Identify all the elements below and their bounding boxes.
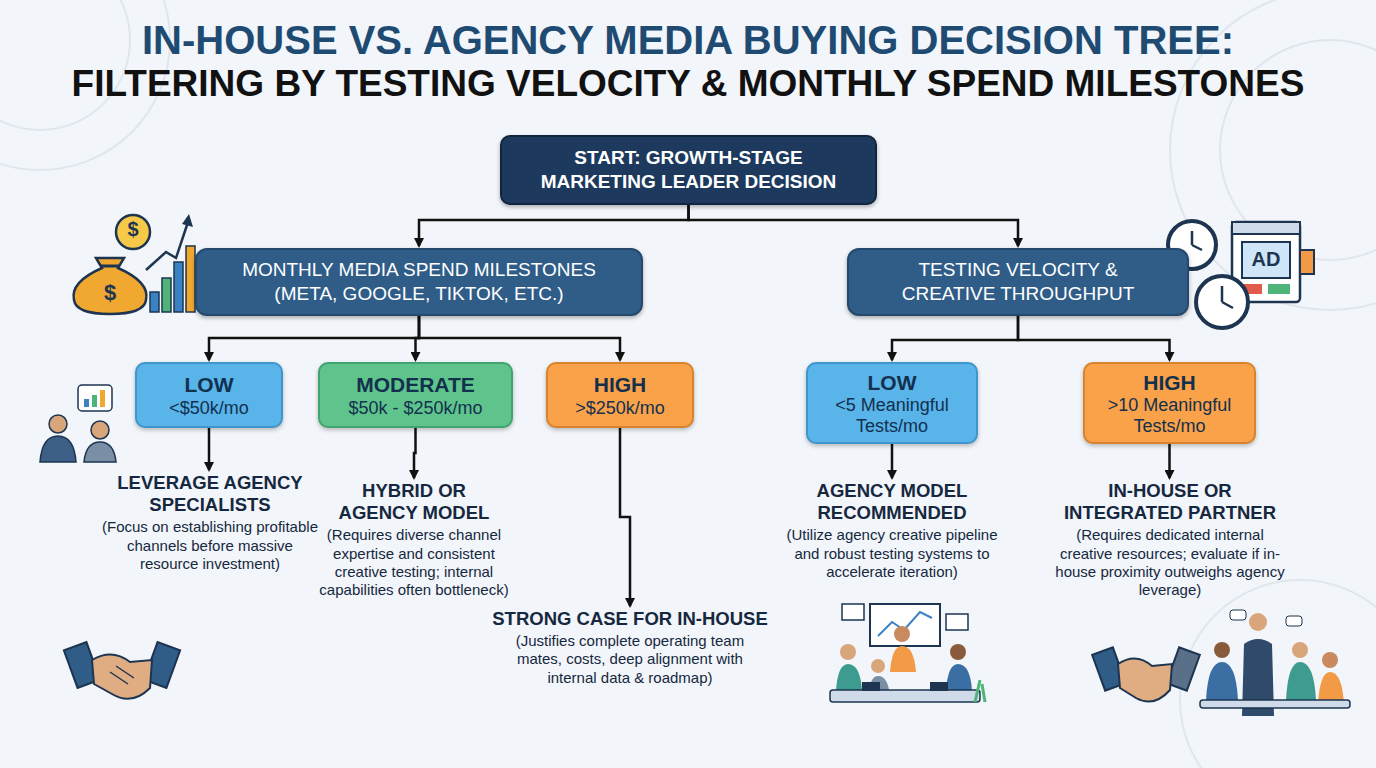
ad-icon xyxy=(1168,221,1314,328)
node-heading: AGENCY MODEL RECOMMENDED xyxy=(777,480,1007,524)
node-heading: TESTING VELOCITY & CREATIVE THROUGHPUT xyxy=(871,258,1165,307)
connector-arrow xyxy=(892,316,1018,360)
icon-label: $ xyxy=(96,280,124,306)
handshake-icon xyxy=(1092,647,1200,701)
connector-arrow xyxy=(1168,444,1171,478)
branch-box: HIGH>$250k/mo xyxy=(546,362,694,428)
team-illustration xyxy=(1200,610,1350,716)
node-body: <$50k/mo xyxy=(169,398,249,418)
team-illustration xyxy=(830,604,985,702)
people-icon xyxy=(40,385,116,462)
diagram-title: IN-HOUSE VS. AGENCY MEDIA BUYING DECISIO… xyxy=(48,18,1328,106)
node-heading: HIGH xyxy=(1143,370,1196,395)
node-body: $50k - $250k/mo xyxy=(348,398,482,418)
category-box: MONTHLY MEDIA SPEND MILESTONES (META, GO… xyxy=(195,248,643,316)
node-heading: HIGH xyxy=(594,372,647,397)
branch-box: LOW<5 Meaningful Tests/mo xyxy=(806,362,978,444)
node-heading: LOW xyxy=(868,370,917,395)
category-box: TESTING VELOCITY & CREATIVE THROUGHPUT xyxy=(847,248,1189,316)
connector-arrow xyxy=(416,316,420,360)
node-heading: START: GROWTH-STAGE MARKETING LEADER DEC… xyxy=(526,146,851,195)
connector-arrow xyxy=(419,316,620,360)
outcome-text: STRONG CASE FOR IN-HOUSE(Justifies compl… xyxy=(480,608,780,687)
node-heading: MODERATE xyxy=(356,372,475,397)
start-box: START: GROWTH-STAGE MARKETING LEADER DEC… xyxy=(500,135,877,205)
outcome-text: AGENCY MODEL RECOMMENDED(Utilize agency … xyxy=(777,480,1007,581)
node-body: (Utilize agency creative pipeline and ro… xyxy=(785,526,1000,581)
node-body: (Justifies complete operating team mates… xyxy=(510,632,750,687)
node-body: <5 Meaningful Tests/mo xyxy=(818,395,966,435)
branch-box: HIGH>10 Meaningful Tests/mo xyxy=(1083,362,1256,444)
node-body: (Requires dedicated internal creative re… xyxy=(1053,526,1288,599)
outcome-text: HYBRID OR AGENCY MODEL(Requires diverse … xyxy=(298,480,530,600)
node-heading: IN-HOUSE OR INTEGRATED PARTNER xyxy=(1050,480,1290,524)
node-heading: LOW xyxy=(185,372,234,397)
branch-box: LOW<$50k/mo xyxy=(135,362,283,428)
node-body: (Requires diverse channel expertise and … xyxy=(312,526,517,599)
connector-arrow xyxy=(209,316,419,360)
connector-arrow xyxy=(419,205,689,246)
icon-label: AD xyxy=(1242,248,1290,271)
money-icon xyxy=(74,214,195,314)
node-heading: STRONG CASE FOR IN-HOUSE xyxy=(480,608,780,630)
node-heading: HYBRID OR AGENCY MODEL xyxy=(329,480,499,524)
outcome-text: IN-HOUSE OR INTEGRATED PARTNER(Requires … xyxy=(1050,480,1290,600)
branch-box: MODERATE$50k - $250k/mo xyxy=(318,362,513,428)
connector-arrow xyxy=(620,428,630,606)
node-body: >10 Meaningful Tests/mo xyxy=(1095,395,1244,435)
node-body: (Focus on establishing profitable channe… xyxy=(100,518,320,573)
connector-arrow xyxy=(891,444,894,478)
node-heading: LEVERAGE AGENCY SPECIALISTS xyxy=(92,472,328,516)
node-body: >$250k/mo xyxy=(575,398,665,418)
node-heading: MONTHLY MEDIA SPEND MILESTONES (META, GO… xyxy=(219,258,619,307)
handshake-icon xyxy=(64,642,180,699)
connector-arrow xyxy=(689,205,1019,246)
icon-label: $ xyxy=(119,218,147,241)
connector-arrow xyxy=(414,428,416,478)
connector-arrow xyxy=(208,428,211,470)
connector-arrow xyxy=(1018,316,1170,360)
outcome-text: LEVERAGE AGENCY SPECIALISTS(Focus on est… xyxy=(92,472,328,573)
